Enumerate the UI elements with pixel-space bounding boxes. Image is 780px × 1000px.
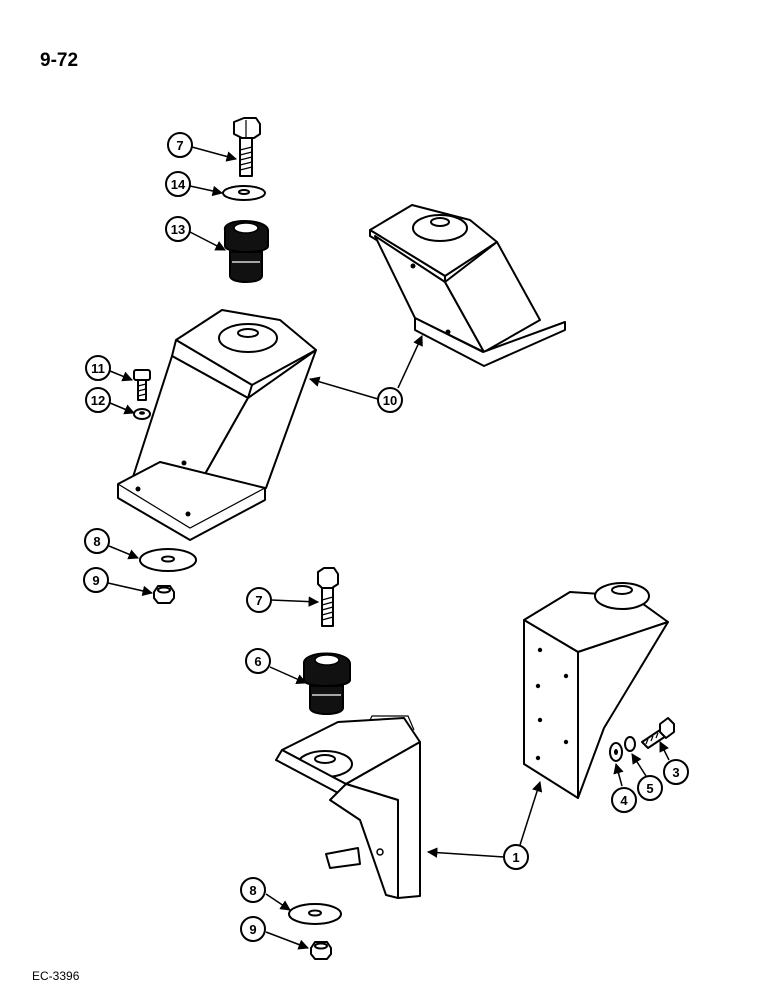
washer-right xyxy=(609,742,623,762)
callout: 8 xyxy=(240,877,266,903)
mount-bracket-right xyxy=(523,582,669,799)
callout: 13 xyxy=(165,216,191,242)
svg-text:7: 7 xyxy=(176,138,183,153)
callout: 9 xyxy=(83,567,109,593)
svg-text:11: 11 xyxy=(91,361,105,376)
svg-text:8: 8 xyxy=(93,534,100,549)
callout: 5 xyxy=(637,775,663,801)
mount-bracket-lower xyxy=(275,715,421,899)
svg-text:6: 6 xyxy=(254,654,261,669)
washer-top xyxy=(222,185,266,201)
svg-text:13: 13 xyxy=(171,222,185,237)
callout: 10 xyxy=(377,387,403,413)
leader-lines xyxy=(107,146,670,950)
lock-washer xyxy=(133,408,151,420)
svg-text:8: 8 xyxy=(249,883,256,898)
callout: 12 xyxy=(85,387,111,413)
svg-text:12: 12 xyxy=(91,393,105,408)
nut-upper xyxy=(153,585,175,604)
washer-upper xyxy=(139,548,197,572)
svg-text:9: 9 xyxy=(92,573,99,588)
page-number: 9-72 xyxy=(40,50,79,71)
lock-washer-right xyxy=(624,736,636,752)
mount-bracket-left xyxy=(117,309,317,541)
svg-text:1: 1 xyxy=(512,850,519,865)
callout: 7 xyxy=(167,132,193,158)
svg-text:3: 3 xyxy=(672,765,679,780)
svg-text:5: 5 xyxy=(646,781,653,796)
small-bolt xyxy=(133,369,151,401)
callout: 14 xyxy=(165,171,191,197)
figure-code: EC-3396 xyxy=(32,969,80,983)
washer-lower xyxy=(288,903,342,925)
callout: 1 xyxy=(503,844,529,870)
callout: 6 xyxy=(245,648,271,674)
bolt-middle xyxy=(317,567,339,627)
callout: 9 xyxy=(240,916,266,942)
bolt-top xyxy=(233,117,261,177)
callout: 8 xyxy=(84,528,110,554)
mount-bracket-top-right xyxy=(369,204,566,367)
callout: 7 xyxy=(246,587,272,613)
nut-lower xyxy=(310,941,332,960)
rubber-mount-middle xyxy=(303,652,351,715)
svg-text:14: 14 xyxy=(171,177,186,192)
svg-text:4: 4 xyxy=(620,793,628,808)
callout: 11 xyxy=(85,355,111,381)
callout: 3 xyxy=(663,759,689,785)
callout: 4 xyxy=(611,787,637,813)
svg-text:10: 10 xyxy=(383,393,397,408)
rubber-mount-top xyxy=(224,220,269,283)
bolt-right xyxy=(641,717,675,749)
svg-text:7: 7 xyxy=(255,593,262,608)
svg-text:9: 9 xyxy=(249,922,256,937)
